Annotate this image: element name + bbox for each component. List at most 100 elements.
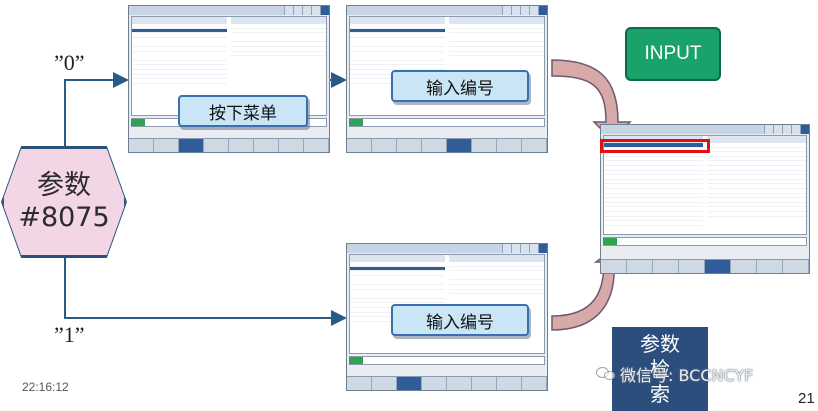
softkey[interactable] [757, 260, 783, 273]
table-row[interactable] [707, 157, 806, 162]
cnc-tab[interactable] [520, 244, 529, 253]
cnc-tab[interactable] [502, 6, 511, 15]
table-row[interactable] [230, 24, 326, 29]
table-row[interactable] [350, 42, 446, 47]
table-row[interactable] [707, 198, 806, 203]
softkey-selected[interactable] [447, 139, 472, 152]
table-row[interactable] [132, 33, 228, 38]
table-row[interactable] [350, 285, 446, 290]
cnc-tab[interactable] [511, 244, 520, 253]
softkey[interactable] [372, 139, 397, 152]
table-row[interactable] [350, 299, 446, 304]
table-row[interactable] [604, 189, 703, 194]
cnc-tab[interactable] [511, 6, 520, 15]
softkey[interactable] [372, 377, 397, 390]
table-row[interactable] [707, 180, 806, 185]
softkey-selected[interactable] [397, 377, 422, 390]
softkey[interactable] [347, 377, 372, 390]
table-row[interactable] [132, 70, 228, 75]
table-row[interactable] [707, 166, 806, 171]
table-row[interactable] [707, 194, 806, 199]
table-row[interactable] [350, 280, 446, 285]
softkey[interactable] [472, 139, 497, 152]
table-row[interactable] [604, 175, 703, 180]
cnc-tab[interactable] [782, 125, 791, 134]
softkey[interactable] [347, 139, 372, 152]
softkey[interactable] [497, 377, 522, 390]
table-row[interactable] [604, 171, 703, 176]
cnc-tab[interactable] [529, 244, 538, 253]
softkey[interactable] [627, 260, 653, 273]
input-key[interactable]: INPUT [625, 27, 721, 81]
cnc-tab[interactable] [311, 6, 320, 15]
table-row[interactable] [350, 294, 446, 299]
table-row[interactable] [132, 56, 228, 61]
table-row[interactable] [350, 33, 446, 38]
table-row[interactable] [448, 290, 544, 295]
cnc-tab[interactable] [764, 125, 773, 134]
table-row[interactable] [448, 285, 544, 290]
table-row[interactable] [604, 161, 703, 166]
table-row[interactable] [350, 47, 446, 52]
cnc-tab[interactable] [791, 125, 800, 134]
table-row-selected[interactable] [132, 28, 228, 34]
table-row[interactable] [350, 262, 446, 267]
table-row[interactable] [448, 24, 544, 29]
softkey[interactable] [422, 139, 447, 152]
table-row[interactable] [707, 184, 806, 189]
table-row[interactable] [604, 184, 703, 189]
table-row[interactable] [132, 42, 228, 47]
table-row[interactable] [448, 280, 544, 285]
table-row[interactable] [448, 47, 544, 52]
table-row[interactable] [604, 180, 703, 185]
softkey[interactable] [204, 139, 229, 152]
table-row[interactable] [230, 38, 326, 43]
softkey-selected[interactable] [705, 260, 731, 273]
table-row[interactable] [604, 152, 703, 157]
table-row[interactable] [448, 276, 544, 281]
table-row[interactable] [707, 212, 806, 217]
softkey[interactable] [447, 377, 472, 390]
softkey[interactable] [783, 260, 809, 273]
cnc-tab-active[interactable] [538, 244, 547, 253]
table-row[interactable] [604, 166, 703, 171]
table-row[interactable] [132, 79, 228, 84]
softkey[interactable] [679, 260, 705, 273]
table-row[interactable] [230, 52, 326, 57]
table-row[interactable] [350, 61, 446, 66]
table-row[interactable] [448, 267, 544, 272]
table-row[interactable] [448, 38, 544, 43]
cnc-tab-active[interactable] [320, 6, 329, 15]
table-row[interactable] [230, 47, 326, 52]
table-row[interactable] [448, 42, 544, 47]
softkey[interactable] [129, 139, 154, 152]
cnc-tab[interactable] [302, 6, 311, 15]
table-row[interactable] [604, 198, 703, 203]
softkey[interactable] [601, 260, 627, 273]
table-row[interactable] [448, 52, 544, 57]
table-row[interactable] [707, 203, 806, 208]
table-row[interactable] [132, 24, 228, 29]
softkey[interactable] [497, 139, 522, 152]
table-row[interactable] [604, 221, 703, 226]
cnc-tab[interactable] [773, 125, 782, 134]
cnc-tab[interactable] [284, 6, 293, 15]
table-row[interactable] [707, 175, 806, 180]
cnc-tab[interactable] [293, 6, 302, 15]
table-row[interactable] [604, 217, 703, 222]
softkey[interactable] [472, 377, 497, 390]
cnc-tab[interactable] [520, 6, 529, 15]
softkey[interactable] [279, 139, 304, 152]
table-row[interactable] [230, 29, 326, 34]
table-row-selected[interactable] [604, 143, 703, 148]
table-row-selected[interactable] [350, 266, 446, 272]
softkey[interactable] [522, 377, 547, 390]
softkey[interactable] [422, 377, 447, 390]
softkey[interactable] [304, 139, 329, 152]
softkey[interactable] [154, 139, 179, 152]
table-row[interactable] [707, 161, 806, 166]
table-row[interactable] [132, 65, 228, 70]
cnc-tab-active[interactable] [538, 6, 547, 15]
table-row[interactable] [604, 157, 703, 162]
table-row[interactable] [230, 42, 326, 47]
